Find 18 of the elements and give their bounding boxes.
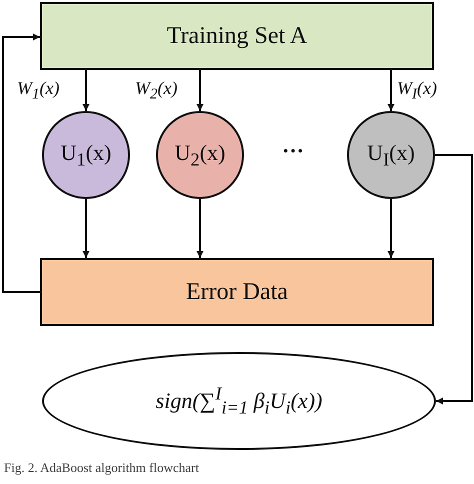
ellipsis-label: ··· [282,138,304,164]
node-label: U$_{I}$(x) [367,140,415,170]
arrow [196,70,204,111]
node-label: Training Set A [166,22,308,50]
node-label: U$_{2}$(x) [174,140,226,170]
node-label: U$_{1}$(x) [60,140,112,170]
arrow [196,199,204,258]
arrow [2,34,40,293]
caption: Fig. 2. AdaBoost algorithm flowchart [4,460,199,476]
process-box [40,258,434,326]
arrow [388,199,394,258]
node-label: sign(∑$^{I}$$_{i=1}$ β$_{i}$U$_{i}$(x)) [156,384,322,418]
arrow [82,70,90,111]
node-label: Error Data [186,278,288,306]
arrow [388,70,394,111]
arrow [435,154,473,404]
process-box [40,2,434,70]
arrow [82,199,90,258]
